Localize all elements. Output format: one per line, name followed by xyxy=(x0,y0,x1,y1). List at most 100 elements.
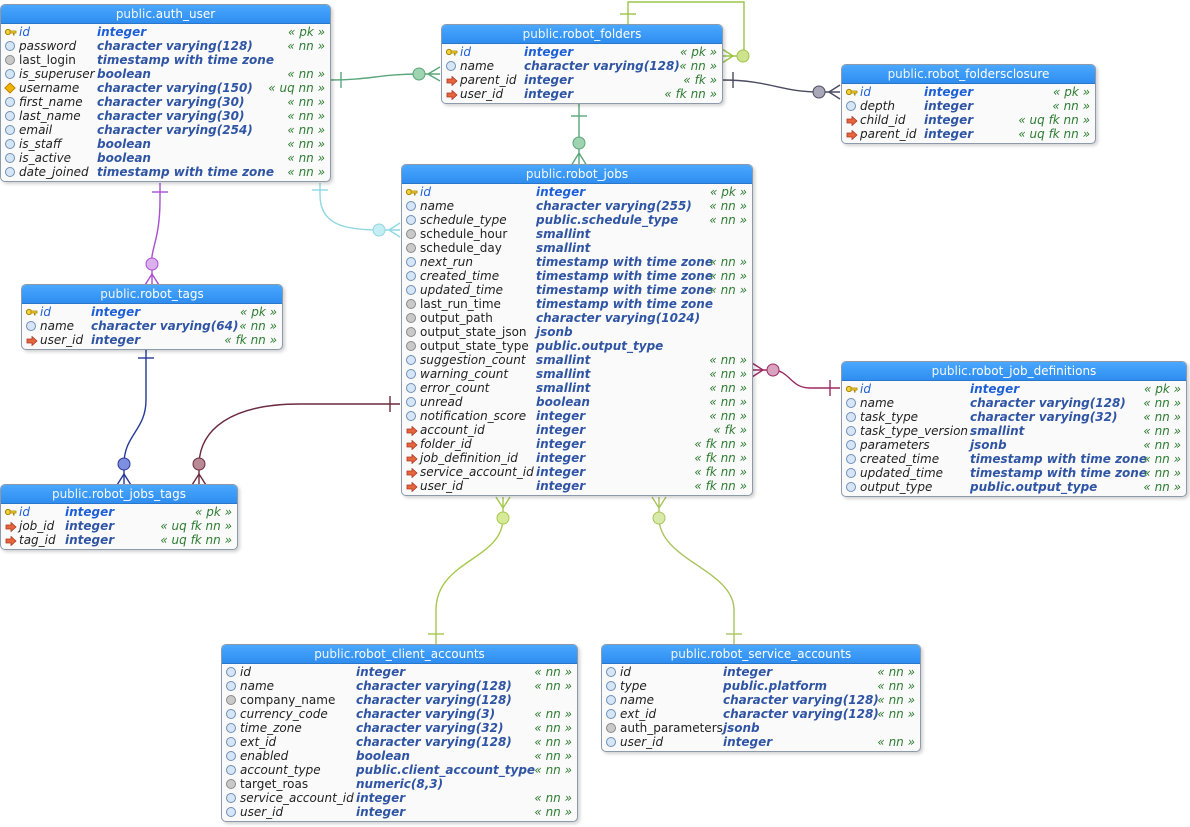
table-header[interactable]: public.auth_user xyxy=(1,5,330,24)
column-constraints: « uq fk nn » xyxy=(1018,113,1090,127)
column-name: company_name xyxy=(240,693,336,707)
table-header[interactable]: public.robot_service_accounts xyxy=(602,645,920,664)
column-type: jsonb xyxy=(536,325,573,339)
column-name: ext_id xyxy=(240,735,277,749)
table-header[interactable]: public.robot_jobs_tags xyxy=(1,485,237,504)
column-name: task_type xyxy=(860,410,919,424)
column-constraints: « pk » xyxy=(194,505,232,519)
column-type: integer xyxy=(970,382,1020,396)
column-icon xyxy=(5,125,15,135)
table-header[interactable]: public.robot_foldersclosure xyxy=(842,65,1095,84)
table-header[interactable]: public.robot_tags xyxy=(22,285,282,304)
table-header[interactable]: public.robot_job_definitions xyxy=(842,362,1186,381)
table-header[interactable]: public.robot_jobs xyxy=(402,165,752,184)
column-constraints: « nn » xyxy=(534,707,572,721)
column-name: user_id xyxy=(460,87,504,101)
table-header[interactable]: public.robot_client_accounts xyxy=(222,645,577,664)
table-header[interactable]: public.robot_folders xyxy=(442,25,722,44)
